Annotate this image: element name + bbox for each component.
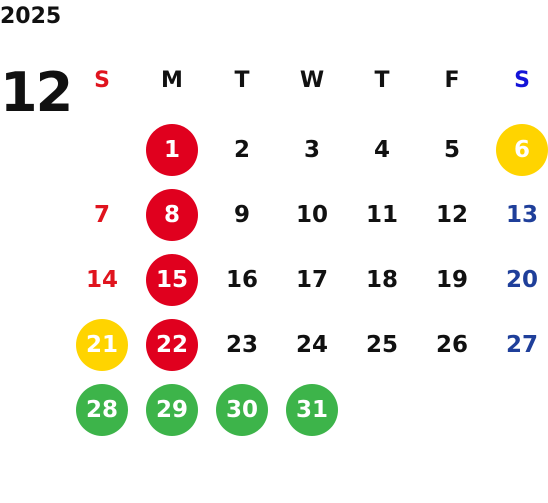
day-cell[interactable]: 9 <box>233 202 250 228</box>
day-cell[interactable]: 1 <box>146 124 198 176</box>
day-cell[interactable]: 29 <box>146 384 198 436</box>
calendar-year: 2025 <box>0 4 62 29</box>
weekday-header: F <box>444 67 460 93</box>
day-cell[interactable]: 15 <box>146 254 198 306</box>
day-cell[interactable]: 24 <box>295 332 328 358</box>
day-cell[interactable]: 11 <box>365 202 398 228</box>
day-cell[interactable]: 21 <box>76 319 128 371</box>
weekday-header: M <box>161 67 183 93</box>
day-cell[interactable]: 14 <box>85 267 118 293</box>
day-cell[interactable]: 16 <box>225 267 258 293</box>
day-cell[interactable]: 2 <box>233 137 250 163</box>
day-cell[interactable]: 30 <box>216 384 268 436</box>
day-cell[interactable]: 22 <box>146 319 198 371</box>
day-cell[interactable]: 20 <box>505 267 538 293</box>
day-cell[interactable]: 6 <box>496 124 548 176</box>
day-cell[interactable]: 31 <box>286 384 338 436</box>
day-cell[interactable]: 3 <box>303 137 320 163</box>
day-cell[interactable]: 7 <box>93 202 110 228</box>
day-cell[interactable]: 25 <box>365 332 398 358</box>
day-cell[interactable]: 18 <box>365 267 398 293</box>
day-cell[interactable]: 19 <box>435 267 468 293</box>
day-cell[interactable]: 10 <box>295 202 328 228</box>
weekday-header: S <box>514 67 530 93</box>
calendar-month: 12 <box>0 61 73 124</box>
weekday-header: T <box>374 67 390 93</box>
day-cell[interactable]: 8 <box>146 189 198 241</box>
day-cell[interactable]: 17 <box>295 267 328 293</box>
weekday-header: W <box>299 67 325 93</box>
day-cell[interactable]: 26 <box>435 332 468 358</box>
weekday-header: T <box>234 67 250 93</box>
day-cell[interactable]: 28 <box>76 384 128 436</box>
day-cell[interactable]: 5 <box>443 137 460 163</box>
day-cell[interactable]: 13 <box>505 202 538 228</box>
day-cell[interactable]: 12 <box>435 202 468 228</box>
weekday-header: S <box>94 67 110 93</box>
day-cell[interactable]: 4 <box>373 137 390 163</box>
day-cell[interactable]: 23 <box>225 332 258 358</box>
day-cell[interactable]: 27 <box>505 332 538 358</box>
